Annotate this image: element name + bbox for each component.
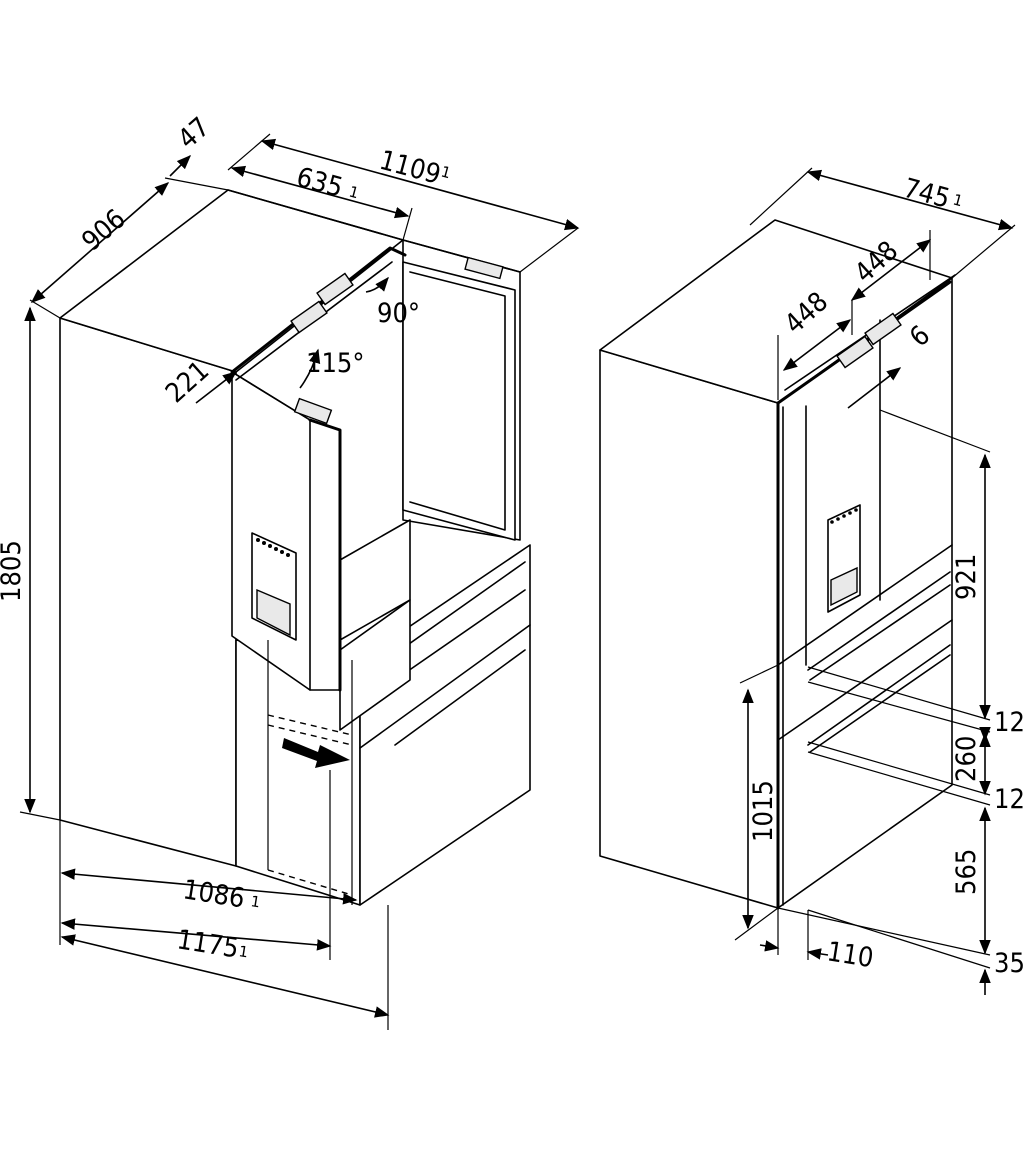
dim-1175-label: 1175 bbox=[175, 924, 241, 964]
right-dispenser-buttons bbox=[830, 508, 858, 524]
dim-1086-footnote: 1 bbox=[249, 892, 261, 911]
dim-1015-label: 1015 bbox=[748, 780, 779, 842]
left-fridge-drawing bbox=[59, 189, 531, 906]
dim-bottom-depth-line bbox=[60, 934, 390, 1018]
left-drawer-lower bbox=[339, 599, 411, 731]
dim-47-label: 47 bbox=[172, 112, 216, 156]
dim-47-line bbox=[169, 154, 192, 177]
dim-1175-footnote: 1 bbox=[237, 942, 249, 961]
dim-260-label: 260 bbox=[951, 736, 982, 782]
dim-635-label: 635 bbox=[293, 162, 346, 204]
dim-115deg-label: 115° bbox=[306, 348, 365, 379]
dim-1086-line bbox=[60, 868, 358, 905]
dim-12a-label: 12 bbox=[994, 707, 1024, 738]
left-dimensions: 906 47 1109 1 635 1 90° 115° 221 1805 10… bbox=[0, 112, 580, 1030]
dim-906-line bbox=[30, 182, 170, 303]
dim-906-label: 906 bbox=[76, 203, 131, 257]
dim-35-label: 35 bbox=[994, 948, 1024, 979]
dim-565-label: 565 bbox=[951, 849, 982, 895]
dim-448a-line bbox=[782, 319, 852, 371]
dim-448b-line bbox=[850, 239, 932, 301]
dim-1109-line bbox=[260, 138, 580, 231]
dim-221-line bbox=[195, 371, 238, 404]
dim-110-line bbox=[759, 940, 780, 952]
dim-1109-footnote: 1 bbox=[439, 162, 453, 182]
dim-745-footnote: 1 bbox=[951, 190, 965, 210]
dim-90deg-label: 90° bbox=[377, 298, 420, 329]
dim-635-line bbox=[230, 165, 410, 219]
dim-745-line bbox=[806, 169, 1014, 231]
dim-12b-label: 12 bbox=[994, 784, 1024, 815]
left-right-door bbox=[402, 261, 516, 541]
dim-921-label: 921 bbox=[951, 554, 982, 600]
dim-745-label: 745 bbox=[900, 173, 953, 215]
dim-1805-label: 1805 bbox=[0, 540, 27, 602]
dim-110-label: 110 bbox=[825, 936, 876, 974]
dim-635-footnote: 1 bbox=[347, 182, 361, 202]
dim-6-line bbox=[847, 367, 902, 409]
pull-out-arrow bbox=[282, 738, 350, 768]
left-body-side bbox=[59, 317, 237, 867]
dispenser-buttons bbox=[256, 538, 290, 557]
dim-1086-label: 1086 bbox=[181, 874, 247, 914]
dim-1109-label: 1109 bbox=[376, 145, 444, 191]
